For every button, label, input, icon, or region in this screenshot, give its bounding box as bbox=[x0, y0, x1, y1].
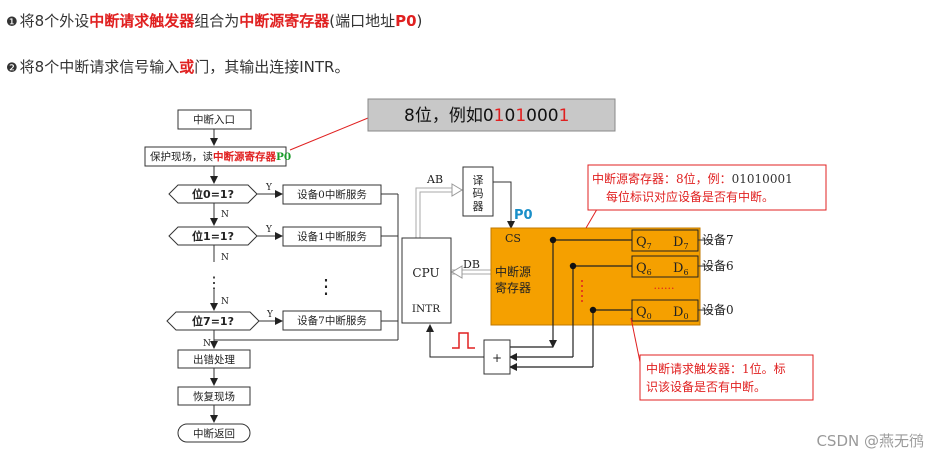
serv0-label: 设备0中断服务 bbox=[297, 188, 367, 201]
serv7-label: 设备7中断服务 bbox=[297, 314, 367, 327]
hardware-text: AB DB 译 码 器 P0 CS CPU INTR 中断源 寄存器 .....… bbox=[412, 173, 734, 365]
error-label: 出错处理 bbox=[193, 353, 235, 366]
d6-label: D6 bbox=[673, 261, 689, 277]
no-7: N bbox=[203, 339, 211, 349]
note-trigger-line1: 中断请求触发器：1位。标 bbox=[646, 361, 786, 376]
cond7-label: 位7=1? bbox=[192, 314, 234, 328]
protect-box bbox=[144, 146, 287, 167]
or-gate-box bbox=[483, 339, 511, 375]
entry-label: 中断入口 bbox=[193, 113, 235, 126]
intr-label: INTR bbox=[412, 303, 441, 315]
decoder-char-3: 器 bbox=[473, 200, 484, 213]
node-q0 bbox=[589, 306, 597, 314]
no-1: N bbox=[221, 253, 229, 263]
dev0-label: 设备0 bbox=[702, 303, 734, 317]
node-q6 bbox=[569, 262, 577, 270]
intro-line1-part5: (端口地址 bbox=[329, 12, 396, 30]
dev6-label: 设备6 bbox=[702, 259, 734, 273]
q-wiring bbox=[509, 239, 632, 371]
note-register-line2: 每位标识对应设备是否有中断。 bbox=[606, 189, 774, 204]
no-dots: N bbox=[221, 297, 229, 307]
yes-1: Y bbox=[265, 225, 273, 235]
node-q7 bbox=[549, 236, 557, 244]
note-register-line1: 中断源寄存器：8位，例：01010001 bbox=[592, 171, 793, 186]
p0-label: P0 bbox=[514, 208, 533, 223]
intro-line1-part4: 中断源寄存器 bbox=[239, 12, 330, 30]
note-register: 中断源寄存器：8位，例：01010001 每位标识对应设备是否有中断。 bbox=[587, 164, 827, 211]
reg-label-2: 寄存器 bbox=[495, 280, 531, 295]
return-label: 中断返回 bbox=[193, 427, 235, 440]
dev7-label: 设备7 bbox=[702, 233, 734, 247]
vdots-flow: ⋮ bbox=[206, 273, 222, 292]
intro-line2-part2: 或 bbox=[179, 58, 195, 76]
intro-line1-part6: P0 bbox=[395, 12, 417, 30]
cpu-label: CPU bbox=[412, 266, 439, 280]
callout-top-text: 8位，例如01010001 bbox=[404, 106, 569, 126]
decoder-char-1: 译 bbox=[473, 174, 484, 187]
ab-bus-outer bbox=[415, 187, 452, 238]
intro-line2-part1: 将8个中断请求信号输入 bbox=[19, 58, 180, 76]
flowchart bbox=[144, 109, 399, 443]
decoder-box bbox=[462, 166, 494, 217]
trigger-connector bbox=[630, 317, 641, 363]
ab-label: AB bbox=[426, 173, 443, 186]
db-arrow-head bbox=[451, 265, 463, 279]
q0-label: Q0 bbox=[636, 305, 652, 321]
note-trigger-box bbox=[639, 354, 814, 401]
vdots-service: ⋮ bbox=[316, 274, 336, 298]
intro-line2-part3: 门，其输出连接INTR。 bbox=[194, 58, 350, 76]
decoder-to-cs bbox=[493, 181, 515, 229]
intro-line1-part1: 将8个外设 bbox=[19, 12, 90, 30]
or-plus: + bbox=[492, 351, 502, 365]
callout-connector bbox=[289, 117, 369, 151]
ab-bus-inner bbox=[416, 188, 452, 238]
decoder-char-2: 码 bbox=[473, 187, 484, 200]
bullet-2: ❷ bbox=[6, 61, 18, 76]
restore-label: 恢复现场 bbox=[193, 390, 235, 403]
yes-7: Y bbox=[266, 310, 274, 320]
pulse-icon bbox=[452, 332, 475, 349]
db-label: DB bbox=[463, 258, 480, 271]
no-0: N bbox=[221, 210, 229, 220]
q7-label: Q7 bbox=[636, 235, 652, 251]
watermark: CSDN @燕无鸻 bbox=[816, 432, 924, 450]
cs-label: CS bbox=[505, 232, 521, 245]
cond0-label: 位0=1? bbox=[192, 187, 234, 201]
note-register-box bbox=[587, 164, 827, 211]
flowchart-text: 中断入口 保护现场，读中断源寄存器P0 位0=1? 位1=1? 位7=1? 设备… bbox=[150, 113, 367, 440]
bullet-1: ❶ bbox=[6, 15, 18, 30]
or-to-intr bbox=[426, 324, 484, 358]
yes-0: Y bbox=[265, 183, 273, 193]
callout-top: 8位，例如01010001 bbox=[367, 98, 616, 132]
callout-top-box bbox=[367, 98, 616, 132]
protect-label: 保护现场，读中断源寄存器P0 bbox=[150, 150, 291, 163]
q6-label: Q6 bbox=[636, 261, 652, 277]
reg-dots: ...... bbox=[654, 279, 675, 292]
reg-label-1: 中断源 bbox=[495, 264, 531, 279]
serv1-label: 设备1中断服务 bbox=[297, 230, 367, 243]
note-trigger: 中断请求触发器：1位。标 识该设备是否有中断。 bbox=[639, 354, 814, 401]
d0-label: D0 bbox=[673, 305, 689, 321]
intro-line1-part2: 中断请求触发器 bbox=[89, 12, 195, 30]
intro-line1-part7: ) bbox=[416, 12, 423, 30]
ab-arrow-head bbox=[451, 183, 463, 197]
cpu-box bbox=[401, 237, 452, 324]
hardware bbox=[401, 166, 712, 375]
intro-line1-part3: 组合为 bbox=[194, 12, 240, 30]
note-trigger-line2: 识该设备是否有中断。 bbox=[646, 379, 766, 394]
d7-label: D7 bbox=[673, 235, 689, 251]
return-box bbox=[177, 423, 251, 443]
cond1-label: 位1=1? bbox=[192, 229, 234, 243]
